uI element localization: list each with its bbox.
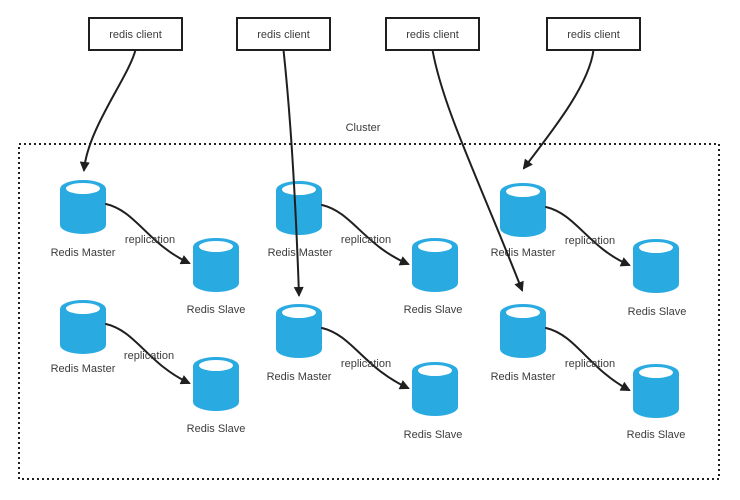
slave-cylinder-6 xyxy=(633,364,679,418)
client-box xyxy=(385,17,480,51)
replication-label-2: replication xyxy=(124,350,174,362)
cylinder-body xyxy=(276,190,322,235)
master-cylinder-2 xyxy=(60,300,106,354)
cylinder-opening xyxy=(506,186,540,197)
cylinder-opening xyxy=(66,303,100,314)
master-cylinder-3 xyxy=(276,181,322,235)
cylinder-body xyxy=(276,313,322,358)
client-node-2: redis client xyxy=(236,17,331,51)
cylinder-opening xyxy=(639,242,673,253)
cylinder-body xyxy=(412,371,458,416)
cluster-label: Cluster xyxy=(346,122,381,134)
master-cylinder-4 xyxy=(276,304,322,358)
slave-label-6: Redis Slave xyxy=(627,429,686,441)
cluster-boundary xyxy=(18,143,720,480)
slave-cylinder-4 xyxy=(412,362,458,416)
replication-arrow-5 xyxy=(545,206,631,267)
cylinder-body xyxy=(633,373,679,418)
client-box xyxy=(546,17,641,51)
replication-label-4: replication xyxy=(341,358,391,370)
slave-cylinder-2 xyxy=(193,357,239,411)
client-box xyxy=(236,17,331,51)
cylinder-opening xyxy=(282,307,316,318)
master-label-6: Redis Master xyxy=(491,371,556,383)
cylinder-opening xyxy=(66,183,100,194)
master-label-4: Redis Master xyxy=(267,371,332,383)
replication-arrow-1 xyxy=(105,203,191,265)
cylinder-body xyxy=(60,189,106,234)
client-arrow-1 xyxy=(79,49,137,172)
slave-label-3: Redis Slave xyxy=(404,304,463,316)
slave-cylinder-1 xyxy=(193,238,239,292)
cylinder-body xyxy=(500,192,546,237)
replication-label-6: replication xyxy=(565,358,615,370)
client-node-4: redis client xyxy=(546,17,641,51)
client-label-2: redis client xyxy=(257,29,310,41)
replication-label-1: replication xyxy=(125,234,175,246)
master-cylinder-6 xyxy=(500,304,546,358)
cylinder-opening xyxy=(506,307,540,318)
cylinder-opening xyxy=(199,360,233,371)
master-label-5: Redis Master xyxy=(491,247,556,259)
cylinder-body xyxy=(60,309,106,354)
replication-arrow-6 xyxy=(545,327,631,391)
slave-label-5: Redis Slave xyxy=(628,306,687,318)
client-node-1: redis client xyxy=(88,17,183,51)
client-arrow-3 xyxy=(431,49,524,292)
master-label-2: Redis Master xyxy=(51,363,116,375)
cylinder-body xyxy=(412,247,458,292)
client-box xyxy=(88,17,183,51)
master-cylinder-5 xyxy=(500,183,546,237)
cylinder-opening xyxy=(282,184,316,195)
slave-label-1: Redis Slave xyxy=(187,304,246,316)
cylinder-opening xyxy=(199,241,233,252)
client-node-3: redis client xyxy=(385,17,480,51)
master-cylinder-1 xyxy=(60,180,106,234)
cylinder-body xyxy=(193,366,239,411)
replication-arrow-2 xyxy=(105,323,191,385)
replication-label-3: replication xyxy=(341,234,391,246)
client-label-3: redis client xyxy=(406,29,459,41)
cylinder-opening xyxy=(639,367,673,378)
master-label-3: Redis Master xyxy=(268,247,333,259)
client-arrow-2 xyxy=(282,49,304,297)
slave-cylinder-3 xyxy=(412,238,458,292)
client-arrow-4 xyxy=(522,49,595,170)
replication-arrow-4 xyxy=(321,327,410,390)
master-label-1: Redis Master xyxy=(51,247,116,259)
slave-label-2: Redis Slave xyxy=(187,423,246,435)
client-label-4: redis client xyxy=(567,29,620,41)
slave-cylinder-5 xyxy=(633,239,679,293)
client-label-1: redis client xyxy=(109,29,162,41)
slave-label-4: Redis Slave xyxy=(404,429,463,441)
cylinder-body xyxy=(500,313,546,358)
cylinder-body xyxy=(193,247,239,292)
replication-arrow-3 xyxy=(321,204,410,266)
cylinder-opening xyxy=(418,241,452,252)
cylinder-body xyxy=(633,248,679,293)
cylinder-opening xyxy=(418,365,452,376)
replication-label-5: replication xyxy=(565,235,615,247)
